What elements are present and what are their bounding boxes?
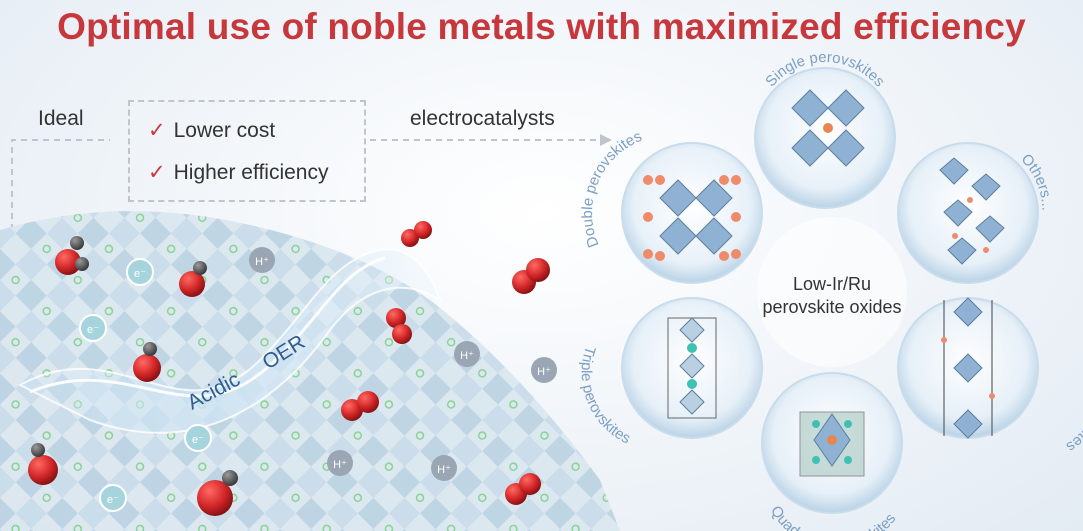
others-structure <box>939 157 1005 265</box>
flow-arrow-head <box>600 134 612 146</box>
check-item-higher-efficiency: ✓Higher efficiency <box>148 161 329 184</box>
central-ring <box>757 217 907 367</box>
acidic-oer-wave <box>17 248 442 434</box>
single-perovskite-structure <box>791 89 865 167</box>
svg-text:H⁺: H⁺ <box>437 464 451 476</box>
svg-text:H⁺: H⁺ <box>255 256 269 268</box>
svg-text:e⁻: e⁻ <box>192 434 204 446</box>
ideal-label: Ideal <box>38 107 84 130</box>
svg-text:e⁻: e⁻ <box>87 324 99 336</box>
electrocatalysts-label: electrocatalysts <box>410 107 555 130</box>
quadruple-structure <box>799 411 865 477</box>
svg-text:e⁻: e⁻ <box>134 268 146 280</box>
svg-text:e⁻: e⁻ <box>107 494 119 506</box>
label-rp-type-perovskites: RP-type perovskites <box>1063 321 1083 456</box>
ion-electron: e⁻ e⁻ e⁻ e⁻ <box>79 258 212 512</box>
rp-structure <box>941 297 995 439</box>
double-perovskite-structure <box>643 175 741 261</box>
svg-text:H⁺: H⁺ <box>460 350 474 362</box>
check-item-lower-cost: ✓Lower cost <box>148 119 276 142</box>
check-icon: ✓ <box>148 161 166 184</box>
ion-proton: H⁺ H⁺ H⁺ H⁺ H⁺ <box>249 247 557 481</box>
triple-structure <box>667 317 717 419</box>
flow-lines <box>11 139 600 230</box>
center-label-line1: Low-Ir/Ru <box>793 274 871 294</box>
bubble-double <box>621 142 763 284</box>
water-molecules <box>28 236 238 516</box>
check-icon: ✓ <box>148 119 166 142</box>
figure-title: Optimal use of noble metals with maximiz… <box>57 6 1026 47</box>
svg-text:H⁺: H⁺ <box>333 459 347 471</box>
oxygen-molecules <box>341 221 550 505</box>
center-label-line2: perovskite oxides <box>762 297 901 317</box>
requirements-box: ✓Lower cost ✓Higher efficiency <box>128 100 366 202</box>
bubble-single <box>754 67 896 209</box>
catalyst-surface <box>0 211 620 531</box>
svg-text:H⁺: H⁺ <box>537 366 551 378</box>
